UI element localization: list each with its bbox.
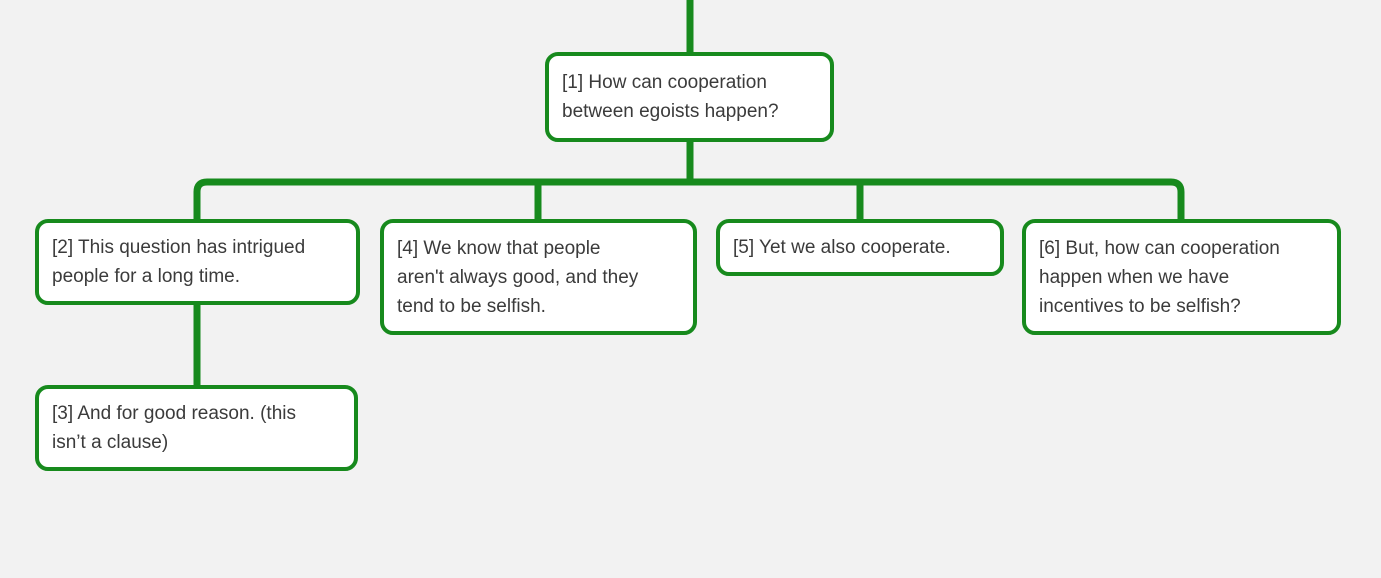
node-5[interactable]: [5] Yet we also cooperate. bbox=[716, 219, 1004, 276]
node-4[interactable]: [4] We know that people aren't always go… bbox=[380, 219, 697, 335]
node-3-label: [3] And for good reason. (this isn’t a c… bbox=[52, 403, 296, 453]
node-2-label: [2] This question has intrigued people f… bbox=[52, 237, 306, 287]
node-1[interactable]: [1] How can cooperation between egoists … bbox=[545, 52, 834, 142]
node-2[interactable]: [2] This question has intrigued people f… bbox=[35, 219, 360, 305]
node-4-label: [4] We know that people aren't always go… bbox=[397, 237, 639, 317]
node-5-label: [5] Yet we also cooperate. bbox=[733, 237, 951, 258]
node-1-label: [1] How can cooperation between egoists … bbox=[562, 72, 779, 122]
node-3[interactable]: [3] And for good reason. (this isn’t a c… bbox=[35, 385, 358, 471]
node-6-label: [6] But, how can cooperation happen when… bbox=[1039, 237, 1280, 317]
node-6[interactable]: [6] But, how can cooperation happen when… bbox=[1022, 219, 1341, 335]
edge-node-1-branch-bar bbox=[193, 178, 1185, 224]
